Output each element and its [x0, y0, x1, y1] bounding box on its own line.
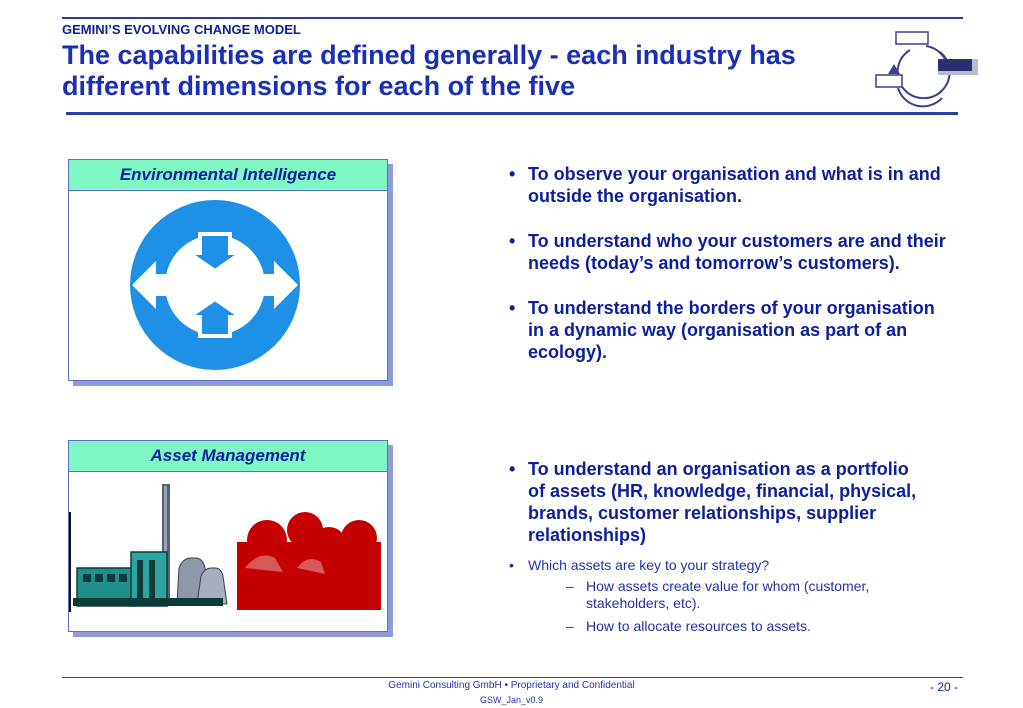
environmental-intelligence-panel: Environmental Intelligence [68, 159, 388, 381]
sub-bullet-list: How assets create value for whom (custom… [528, 578, 930, 635]
bullet-text: Which assets are key to your strategy? [528, 557, 770, 573]
bullet-item: To understand who your customers are and… [500, 230, 950, 274]
bullet-item: Which assets are key to your strategy? H… [500, 556, 930, 635]
industry-and-people-illustration [69, 484, 381, 612]
asset-management-bullets: To understand an organisation as a portf… [500, 458, 930, 641]
bullet-item: To understand the borders of your organi… [500, 297, 950, 363]
sub-bullet-item: How to allocate resources to assets. [528, 618, 930, 635]
bullet-item: To understand an organisation as a portf… [500, 458, 930, 546]
bullet-item: To observe your organisation and what is… [500, 163, 950, 207]
sub-bullet-item: How assets create value for whom (custom… [528, 578, 930, 612]
bottom-rule [62, 677, 963, 678]
asset-management-panel: Asset Management [68, 440, 388, 632]
section-kicker: GEMINI’S EVOLVING CHANGE MODEL [62, 22, 301, 37]
panel-title: Asset Management [69, 441, 387, 472]
title-rule [66, 112, 958, 115]
page-title: The capabilities are defined generally -… [62, 40, 796, 101]
secondary-bullet-list: Which assets are key to your strategy? H… [500, 556, 930, 635]
top-rule [62, 17, 963, 19]
environmental-intelligence-bullets: To observe your organisation and what is… [500, 163, 950, 386]
panel-title: Environmental Intelligence [69, 160, 387, 191]
four-arrows-circle-icon [130, 200, 300, 370]
cycle-logo-icon [875, 31, 978, 108]
footer-version: GSW_Jan_v0.9 [479, 695, 544, 705]
footer-company: Gemini Consulting GmbH • Proprietary and… [388, 680, 635, 691]
main-bullet-list: To understand an organisation as a portf… [500, 458, 930, 546]
page-number: - 20 - [930, 680, 959, 694]
